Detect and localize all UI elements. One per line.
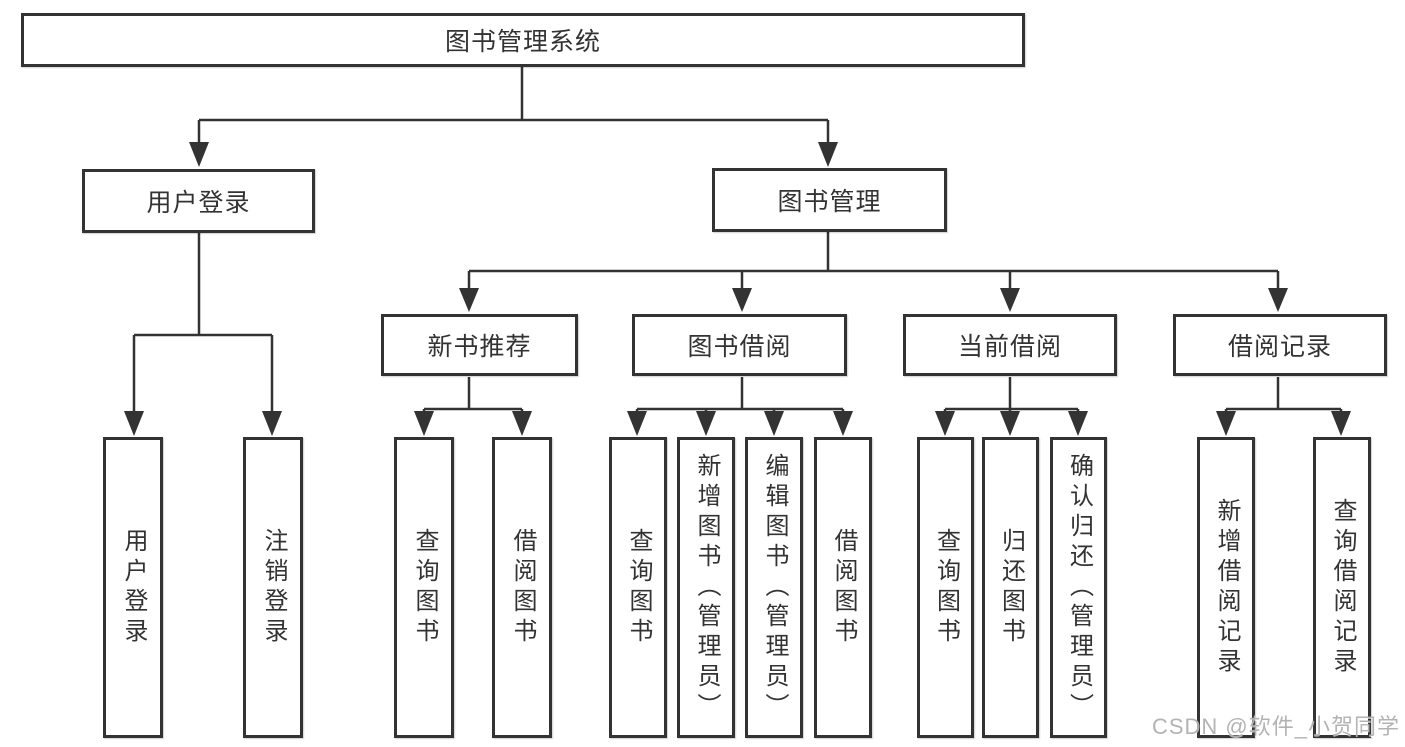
node-label: 图书管理系统 [444,28,601,56]
leaf-label: 编辑图书（管理员） [761,452,788,723]
leaf-add-books-admin: 新增图书（管理员） [677,437,735,738]
leaf-logout-login: 注销登录 [243,437,303,738]
watermark: CSDN @软件_小贺同学 [1151,714,1400,739]
leaf-query-books-current: 查询图书 [917,437,974,738]
node-borrowing-records: 借阅记录 [1173,314,1387,376]
leaf-confirm-return-admin: 确认归还（管理员） [1050,437,1107,738]
leaf-label: 借阅图书 [509,527,536,648]
leaf-label: 新增图书（管理员） [693,452,720,723]
leaf-return-books: 归还图书 [982,437,1039,738]
leaf-label: 查询图书 [932,527,960,648]
leaf-label: 查询图书 [411,527,438,648]
borrow-records-connector [1224,377,1343,412]
leaf-edit-books-admin: 编辑图书（管理员） [745,437,803,738]
leaf-add-borrow-record: 新增借阅记录 [1197,437,1255,738]
node-book-borrowing: 图书借阅 [632,314,847,376]
node-label: 图书借阅 [687,333,792,361]
node-new-book-recommendation: 新书推荐 [381,314,578,376]
node-current-borrowing: 当前借阅 [903,314,1117,376]
book-borrow-arrowheads [627,411,853,436]
book-management-connector [467,232,1280,290]
leaf-query-borrow-record: 查询借阅记录 [1313,437,1371,738]
node-label: 新书推荐 [427,333,532,361]
new-book-connector [422,377,524,412]
leaf-label: 查询借阅记录 [1329,497,1356,678]
book-borrow-connector [635,377,845,412]
leaf-label: 归还图书 [997,527,1025,648]
leaf-query-books-newbook: 查询图书 [394,437,454,738]
leaf-label: 确认归还（管理员） [1065,452,1093,723]
new-book-arrowheads [414,411,532,436]
node-label: 用户登录 [146,189,251,217]
current-borrow-connector [943,377,1080,412]
node-label: 图书管理 [777,188,882,216]
node-label: 当前借阅 [957,333,1062,361]
user-login-connector [132,233,274,413]
leaf-label: 注销登录 [260,527,287,648]
node-library-management-system: 图书管理系统 [21,13,1025,67]
node-label: 借阅记录 [1227,333,1332,361]
leaf-label: 借阅图书 [830,527,857,648]
root-connector [197,67,830,144]
root-arrowheads [189,142,838,167]
leaf-borrow-books-newbook: 借阅图书 [492,437,552,738]
leaf-label: 查询图书 [625,527,652,648]
book-management-arrowheads [459,288,1288,312]
leaf-borrow-books-borrow: 借阅图书 [814,437,872,738]
node-book-management: 图书管理 [712,168,947,232]
node-user-login: 用户登录 [82,169,315,233]
current-borrow-arrowheads [935,411,1088,436]
leaf-label: 用户登录 [120,527,147,648]
leaf-label: 新增借阅记录 [1213,497,1240,678]
user-login-arrowheads [124,411,282,436]
borrow-records-arrowheads [1216,411,1351,436]
leaf-user-login: 用户登录 [103,437,163,738]
leaf-query-books-borrow: 查询图书 [609,437,667,738]
